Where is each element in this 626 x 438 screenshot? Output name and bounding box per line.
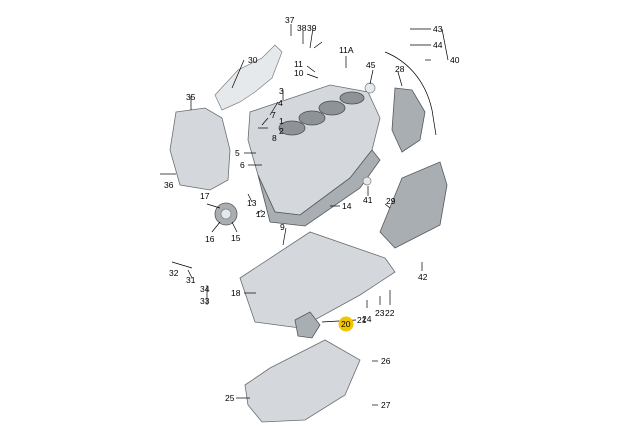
callout-11a: 11A — [339, 45, 354, 55]
callout-38: 38 — [297, 23, 307, 33]
callout-44: 44 — [433, 40, 443, 50]
callout-10: 10 — [294, 68, 304, 78]
part-cylinder-bore-2 — [298, 110, 326, 126]
part-left-cover — [169, 107, 231, 191]
callout-23: 23 — [375, 308, 385, 318]
highlight-marker — [338, 316, 354, 332]
callout-4: 4 — [278, 98, 283, 108]
callout-45: 45 — [366, 60, 376, 70]
part-oil-pan-lower — [244, 339, 361, 423]
callout-35: 35 — [186, 92, 196, 102]
part-oil-pan-upper — [239, 231, 396, 329]
callout-27: 27 — [381, 400, 391, 410]
callout-13: 13 — [247, 198, 257, 208]
callout-28: 28 — [395, 64, 405, 74]
callout-43: 43 — [433, 24, 443, 34]
callout-8: 8 — [272, 133, 277, 143]
callout-22: 22 — [385, 308, 395, 318]
callout-18: 18 — [231, 288, 241, 298]
callout-labels: 1 2 3 4 5 6 7 8 9 10 11 11A 12 13 14 15 … — [164, 15, 460, 410]
callout-9: 9 — [280, 222, 285, 232]
part-cylinder-block-side — [257, 149, 381, 227]
part-cylinder-bore-4 — [339, 91, 365, 105]
part-cylinder-bore-3 — [318, 100, 346, 116]
callout-30: 30 — [248, 55, 258, 65]
callout-31: 31 — [186, 275, 196, 285]
part-dipstick-tube — [384, 51, 437, 136]
part-seal-ring-41 — [362, 176, 372, 186]
callout-2: 2 — [279, 126, 284, 136]
callout-7: 7 — [271, 110, 276, 120]
callout-25: 25 — [225, 393, 235, 403]
callout-33: 33 — [200, 296, 210, 306]
callout-11: 11 — [294, 59, 303, 69]
part-right-bracket — [391, 87, 426, 153]
callout-29: 29 — [386, 196, 396, 206]
callout-37: 37 — [285, 15, 295, 25]
callout-20: 20 — [341, 319, 351, 329]
callout-15: 15 — [231, 233, 241, 243]
callout-24: 24 — [362, 314, 372, 324]
callout-14: 14 — [342, 201, 352, 211]
part-right-heat-shield — [379, 161, 448, 249]
part-heat-shield-upper — [214, 44, 283, 111]
leader-lines — [160, 24, 449, 406]
callout-5: 5 — [235, 148, 240, 158]
callout-12: 12 — [256, 209, 266, 219]
callout-6: 6 — [240, 160, 245, 170]
callout-39: 39 — [307, 23, 317, 33]
callout-26: 26 — [381, 356, 391, 366]
part-oil-pump — [294, 311, 321, 339]
part-rear-seal-inner — [220, 208, 232, 220]
callout-32: 32 — [169, 268, 179, 278]
callout-17: 17 — [200, 191, 210, 201]
callout-34: 34 — [200, 284, 210, 294]
callout-41: 41 — [363, 195, 373, 205]
callout-40: 40 — [450, 55, 460, 65]
callout-42: 42 — [418, 272, 428, 282]
callout-1: 1 — [279, 116, 284, 126]
callout-36: 36 — [164, 180, 174, 190]
part-seal-ring-45 — [364, 82, 376, 94]
callout-16: 16 — [205, 234, 215, 244]
part-cylinder-bore-1 — [278, 120, 306, 136]
callout-21: 21 — [357, 315, 367, 325]
callout-3: 3 — [279, 86, 284, 96]
